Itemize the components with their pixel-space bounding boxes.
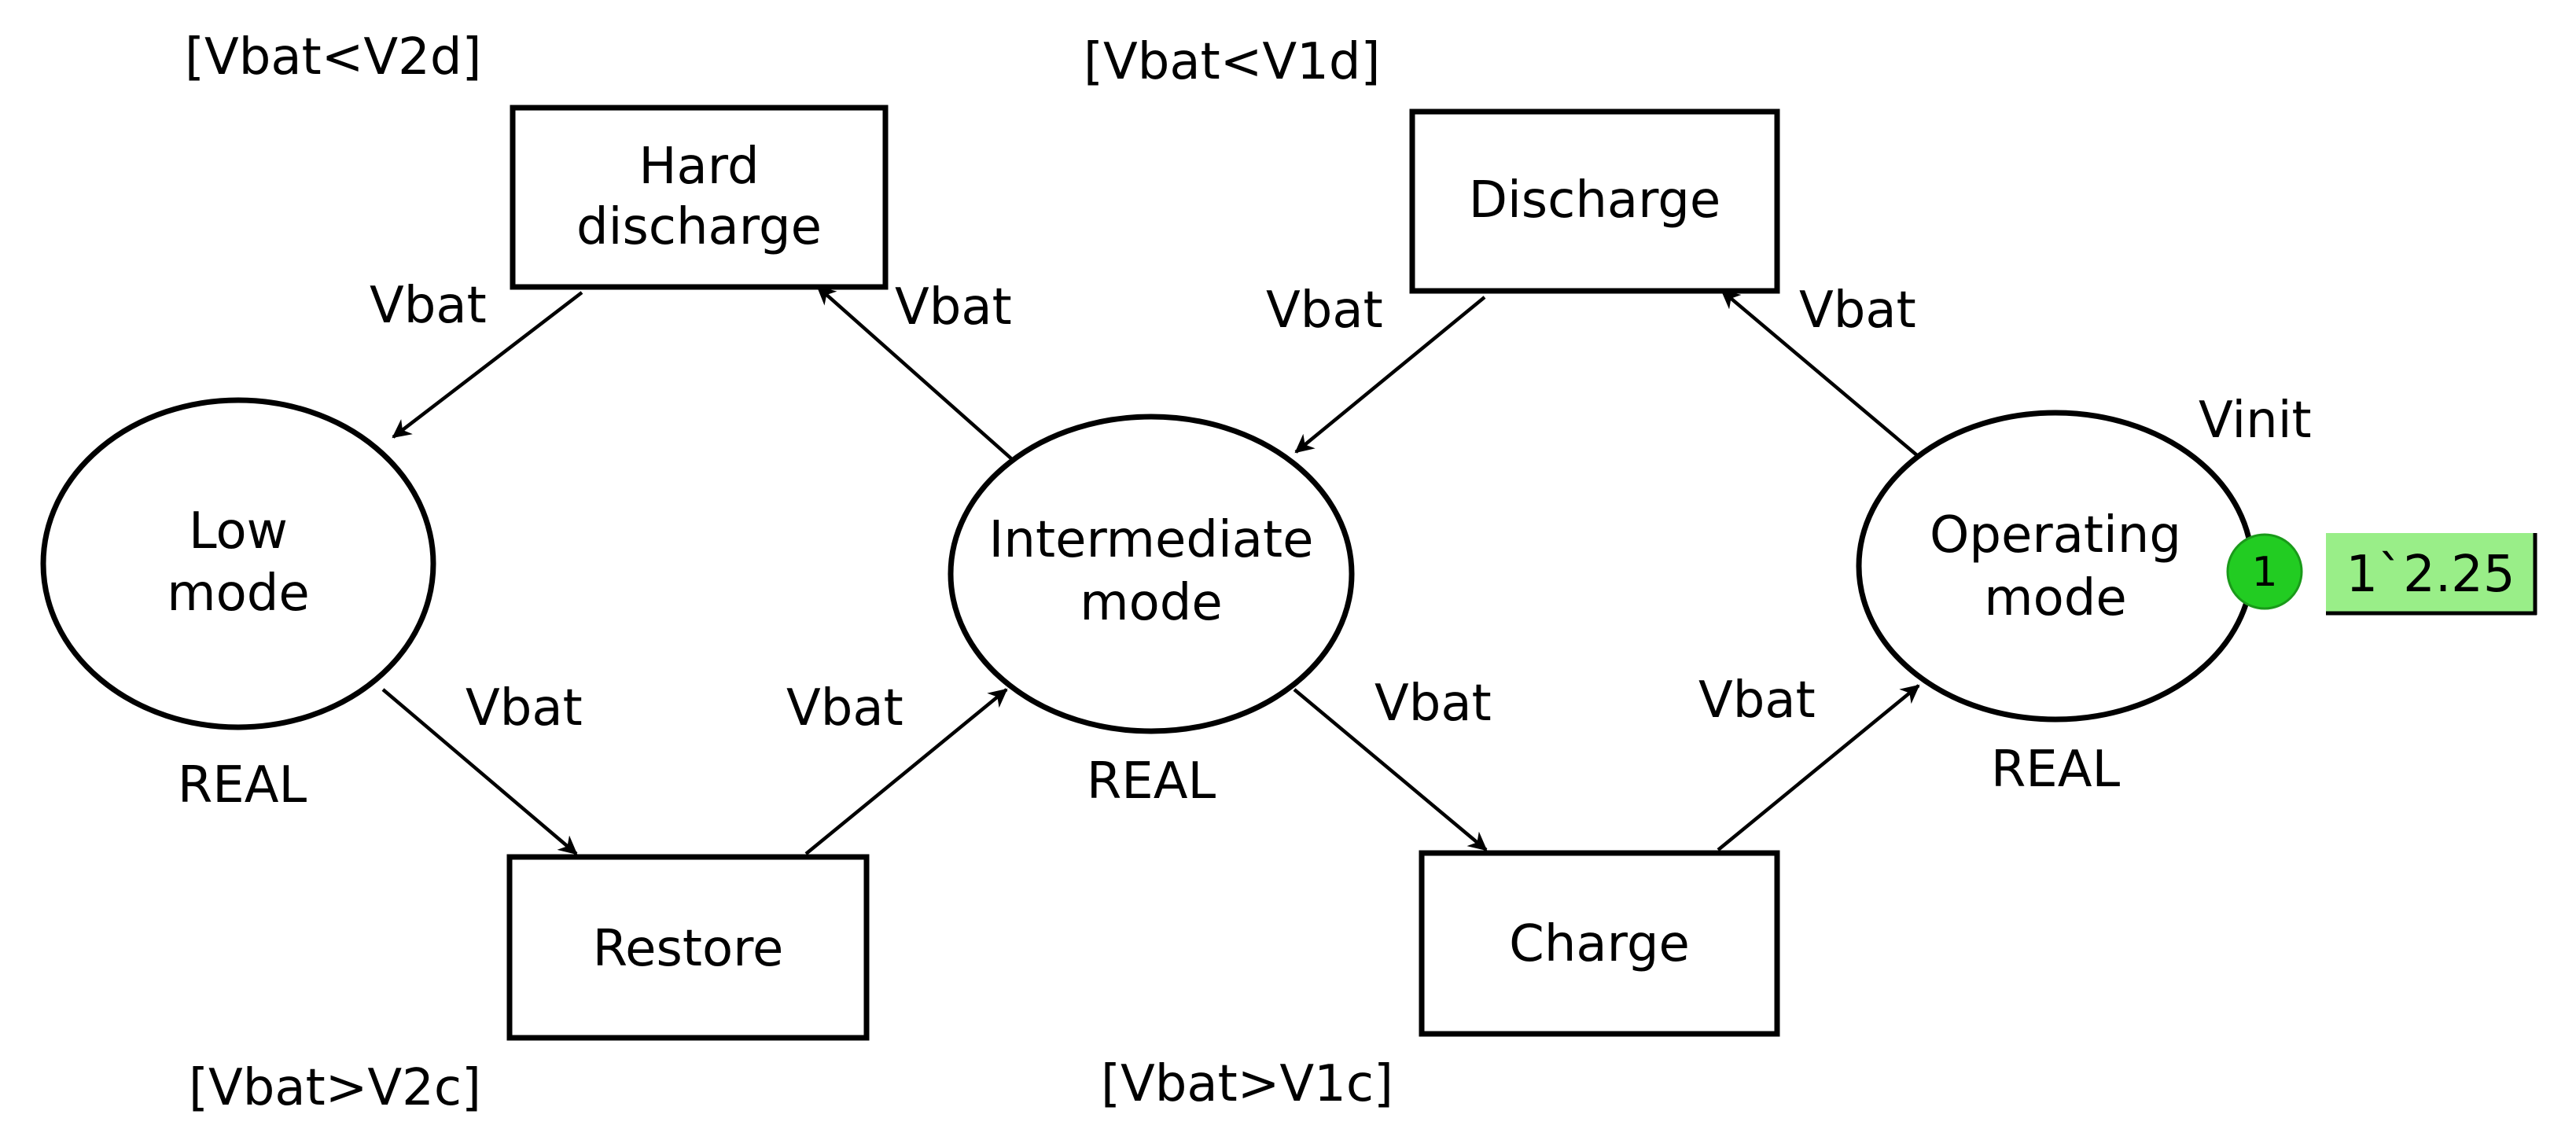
marking-value: 1`2.25 (2346, 546, 2515, 604)
token-count-circle (2226, 533, 2303, 610)
place-operating-mode[interactable]: Operating mode (1856, 410, 2255, 723)
arc-intermediate-to-charge (1293, 688, 1488, 851)
arc-charge-to-operating (1717, 684, 1920, 851)
place-intermediate-label-line2: mode (1080, 574, 1223, 632)
place-operating-label-line2: mode (1984, 569, 2127, 627)
arc-label-intermediate-charge: Vbat (1374, 675, 1492, 733)
transition-charge-label: Charge (1509, 915, 1690, 973)
guard-charge: [Vbat>V1c] (1101, 1055, 1393, 1113)
place-low-mode[interactable]: Low mode (40, 397, 436, 730)
arc-operating-to-discharge (1720, 289, 1924, 462)
arc-label-intermediate-hard-discharge: Vbat (895, 278, 1012, 336)
place-operating-type: REAL (1991, 741, 2121, 799)
transition-restore[interactable]: Restore (506, 854, 870, 1041)
arc-low-to-restore (381, 688, 578, 855)
arc-intermediate-to-hard-discharge (816, 285, 1014, 462)
arc-label-restore-intermediate: Vbat (786, 679, 903, 737)
arc-hard-discharge-to-low (392, 291, 583, 439)
arc-label-discharge-intermediate: Vbat (1266, 281, 1383, 340)
arc-label-charge-operating: Vbat (1698, 671, 1816, 730)
arc-discharge-to-intermediate (1294, 296, 1486, 454)
transition-hard-discharge-line1: Hard (638, 138, 759, 196)
token-indicator[interactable]: 1 (2226, 533, 2303, 610)
guard-hard-discharge: [Vbat<V2d] (185, 28, 481, 86)
place-intermediate-mode[interactable]: Intermediate mode (948, 414, 1355, 734)
transition-restore-label: Restore (593, 920, 784, 978)
transition-discharge-label: Discharge (1469, 171, 1721, 230)
place-intermediate-label-line1: Intermediate (989, 511, 1314, 569)
guard-discharge: [Vbat<V1d] (1084, 33, 1380, 91)
transition-hard-discharge[interactable]: Hard discharge (510, 105, 889, 290)
place-intermediate-type: REAL (1087, 752, 1216, 811)
place-low-label-line2: mode (167, 564, 310, 623)
arc-restore-to-intermediate (804, 688, 1008, 855)
arc-label-operating-discharge: Vbat (1799, 281, 1916, 340)
place-operating-label-line1: Operating (1930, 506, 2181, 564)
transition-charge[interactable]: Charge (1419, 850, 1780, 1037)
place-low-type: REAL (178, 756, 307, 815)
transition-discharge[interactable]: Discharge (1409, 108, 1780, 294)
place-low-label-line1: Low (189, 502, 288, 561)
arc-label-hard-discharge-low: Vbat (370, 277, 487, 335)
marking-box[interactable]: 1`2.25 (2326, 533, 2537, 616)
token-count: 1 (2251, 549, 2277, 596)
guard-restore: [Vbat>V2c] (189, 1059, 481, 1117)
place-operating-initial-marking: Vinit (2199, 392, 2312, 450)
transition-hard-discharge-line2: discharge (576, 198, 822, 256)
arc-label-low-restore: Vbat (466, 679, 583, 737)
